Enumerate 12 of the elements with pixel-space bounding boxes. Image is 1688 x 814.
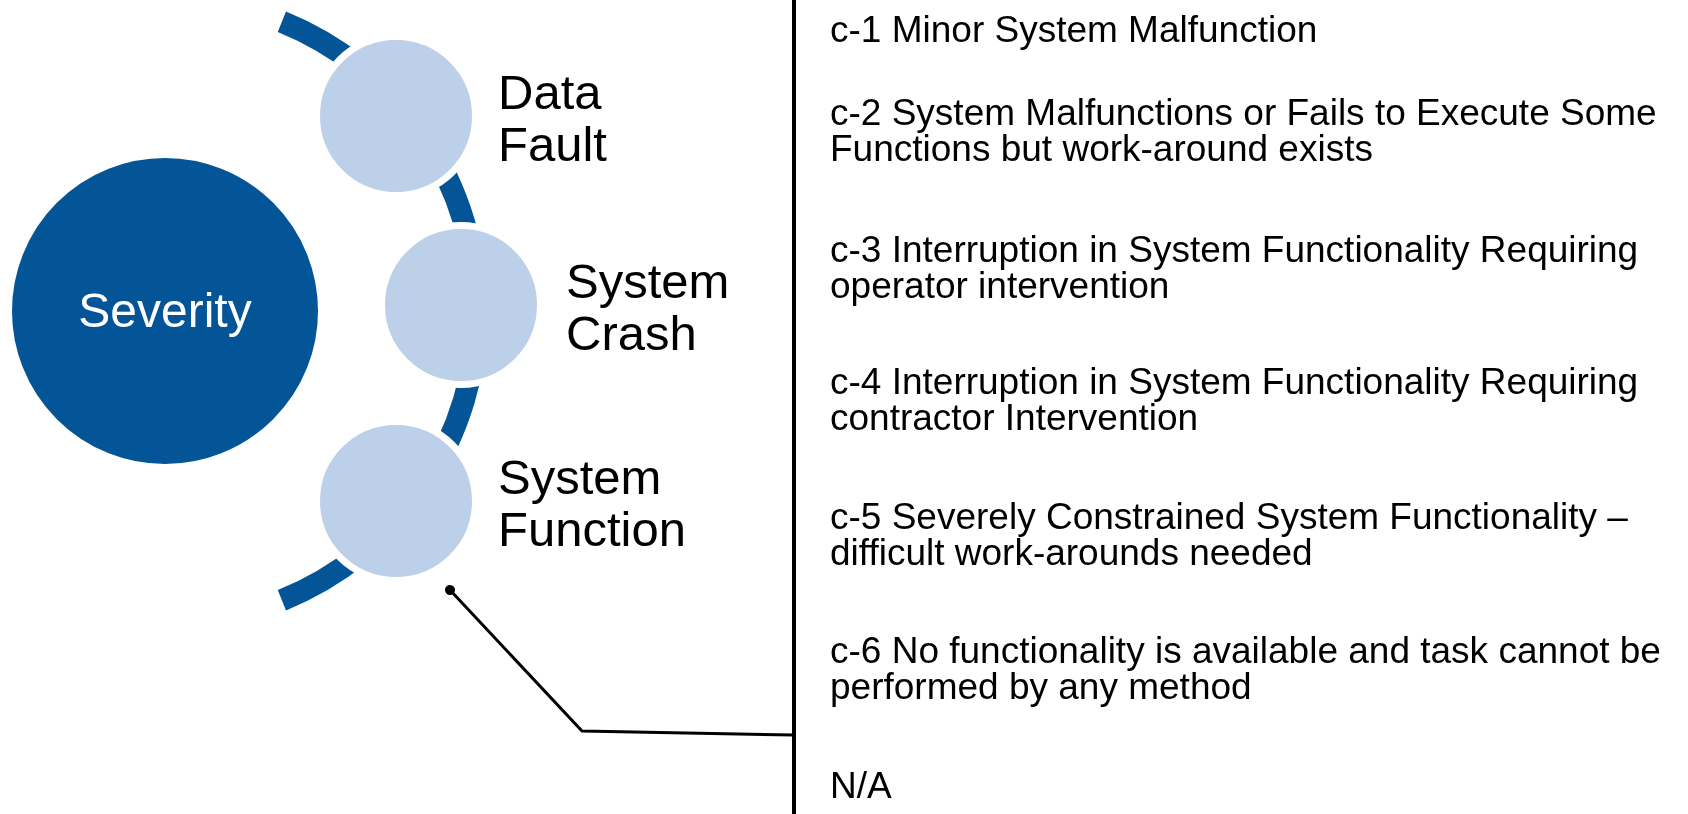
category-label: System Crash [566, 255, 731, 359]
leader-line [445, 585, 795, 737]
circle-label: Severity [78, 285, 252, 337]
list-item: N/A [830, 768, 893, 804]
list-item: c-4 Interruption in System Functionality Requiring contractor Intervention [830, 364, 1640, 436]
list-item: c-3 Interruption in System Functionality Requiring operator intervention [830, 232, 1640, 304]
list-item: c-5 Severely Constrained System Functionality – difficult work-arounds needed [830, 499, 1629, 571]
category-label: Data Fault [498, 66, 608, 170]
list-item: c-2 System Malfunctions or Fails to Execute Some Functions but work-around exists [830, 95, 1658, 167]
category-label: System Function [498, 451, 687, 555]
list-item: c-6 No functionality is available and task cannot be performed by any method [830, 633, 1662, 705]
list-item: c-1 Minor System Malfunction [830, 12, 1319, 48]
